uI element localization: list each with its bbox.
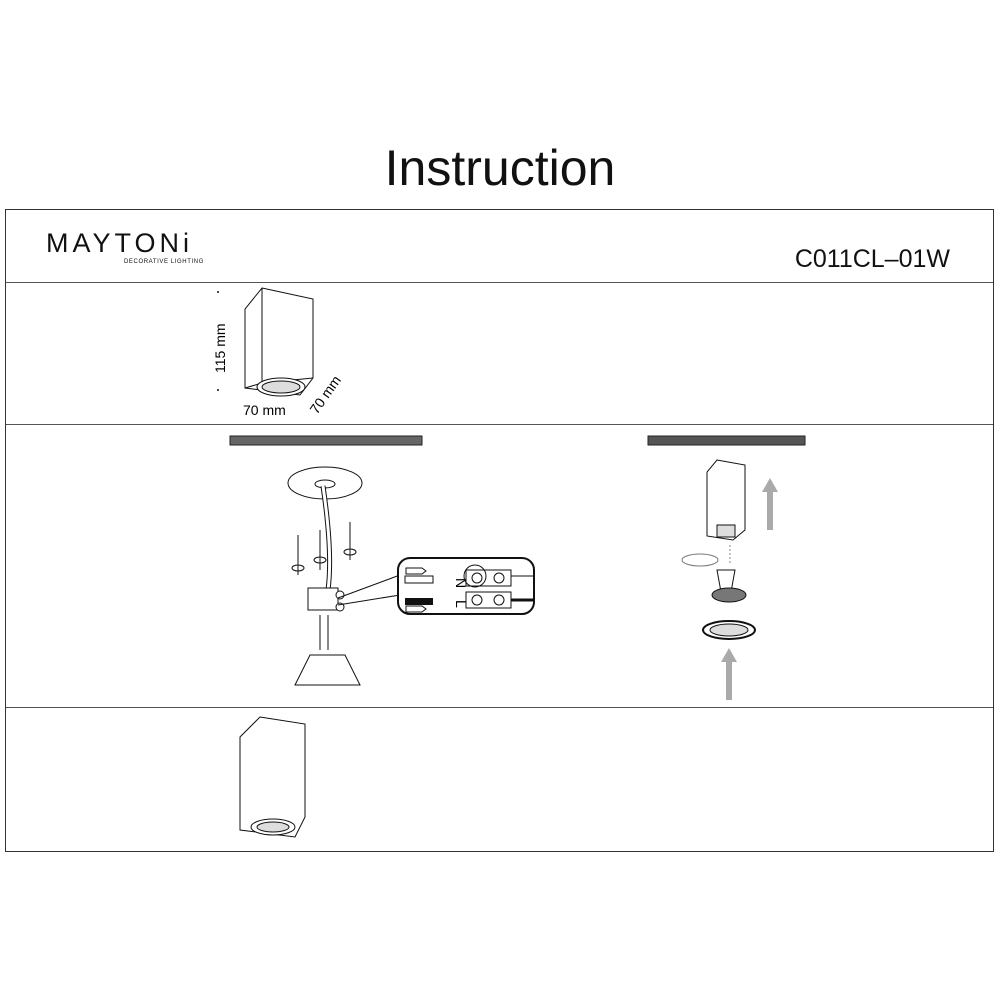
model-number: C011CL–01W — [794, 245, 950, 273]
rotate-arrow-icon — [681, 553, 719, 567]
brand-name: MAYTONi — [46, 228, 194, 258]
terminal-block — [307, 587, 339, 611]
divider — [6, 282, 993, 283]
neutral-label: N — [453, 578, 469, 588]
brand-tagline: DECORATIVE LIGHTING — [124, 259, 204, 265]
live-label: L — [453, 600, 469, 608]
divider — [6, 424, 993, 425]
dimension-drawing: 115 mm 70 mm 70 mm — [212, 287, 344, 418]
instruction-frame — [5, 209, 994, 852]
width-label: 70 mm — [243, 402, 286, 418]
page-title: Instruction — [384, 140, 616, 196]
divider — [6, 707, 993, 708]
ceiling — [229, 435, 423, 446]
ceiling — [647, 435, 806, 446]
brand-logo: MAYTONi DECORATIVE LIGHTING — [46, 228, 203, 265]
lamp-installation-drawing — [647, 435, 806, 700]
installed-fixture-drawing — [239, 716, 306, 838]
height-label: 115 mm — [212, 323, 228, 373]
mounting-wiring-drawing: N L — [229, 435, 535, 686]
screw-icon — [291, 522, 357, 575]
